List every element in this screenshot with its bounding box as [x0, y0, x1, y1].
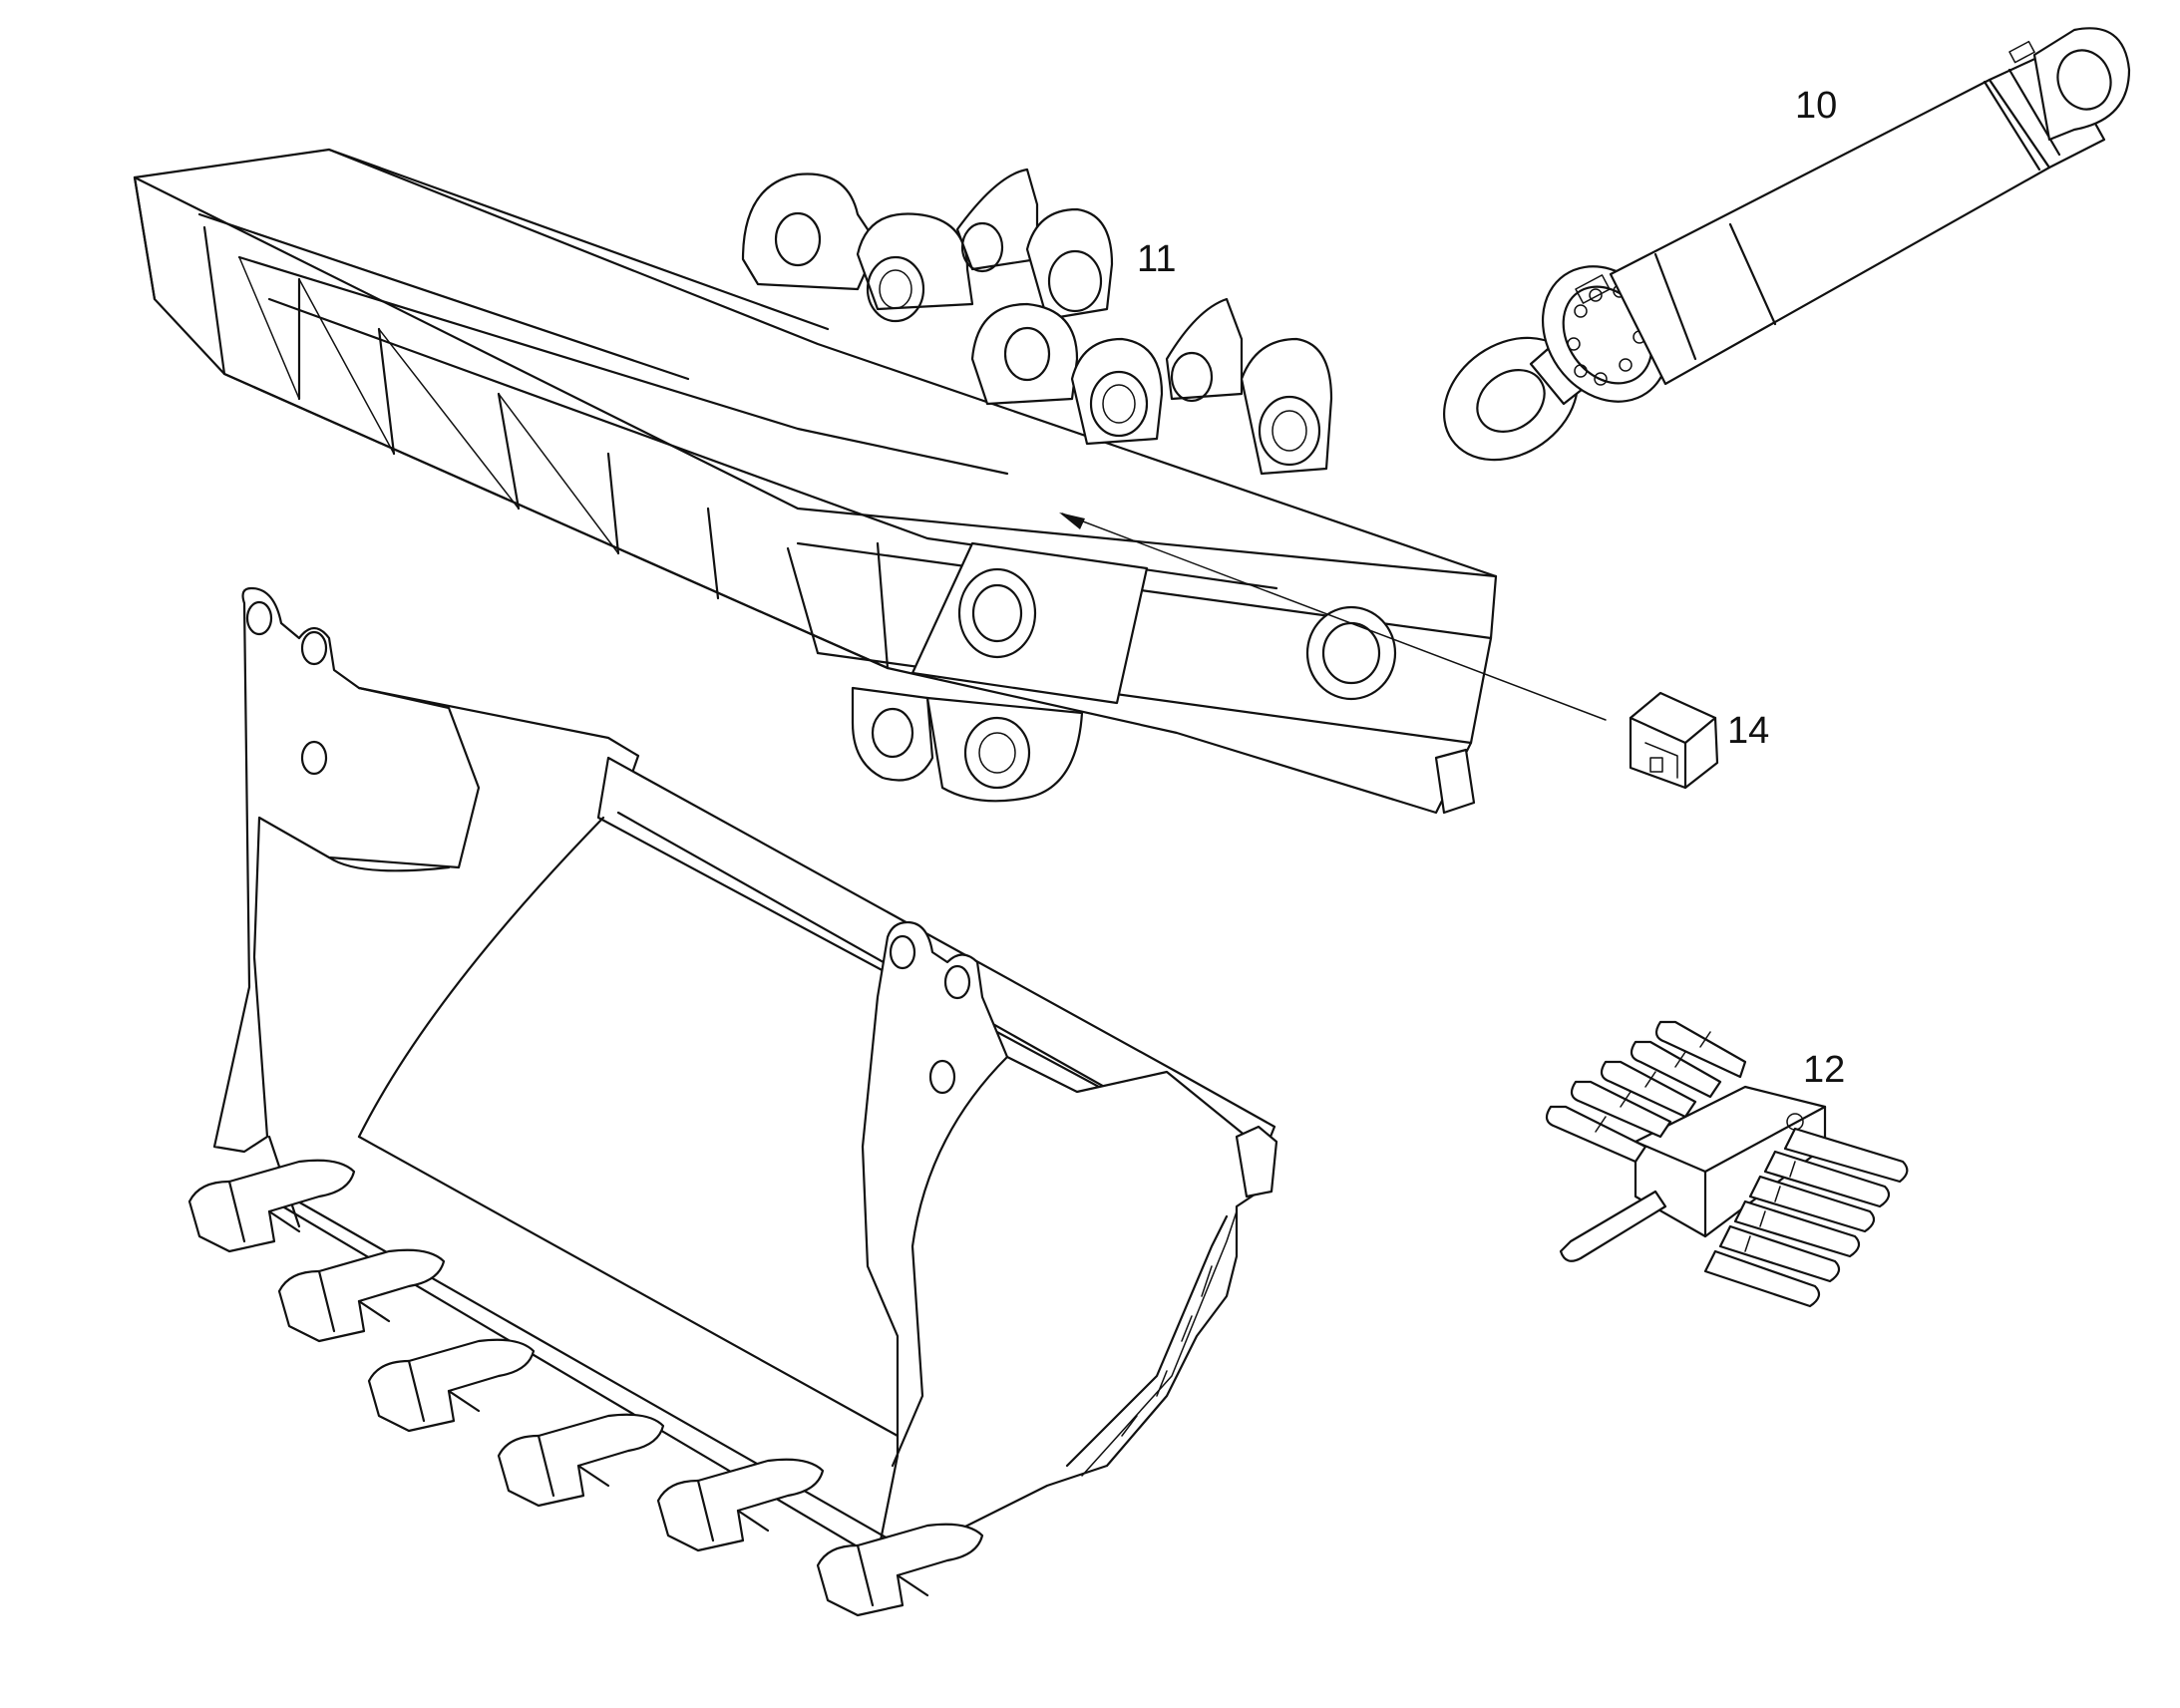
bucket-tooth	[656, 1458, 825, 1552]
part-label-14: 14	[1727, 710, 1769, 752]
part-label-12: 12	[1803, 1049, 1845, 1091]
boom-frame-part	[133, 148, 1607, 815]
hydraulic-cylinder-part	[1443, 27, 2131, 462]
part-label-11: 11	[1137, 238, 1176, 280]
bracket-part	[1629, 691, 1719, 790]
bucket-tooth	[187, 1159, 356, 1253]
bucket-tooth	[277, 1248, 446, 1343]
bucket-tooth	[816, 1523, 984, 1617]
bucket-part	[187, 586, 1278, 1617]
bucket-tooth	[497, 1413, 665, 1508]
part-label-10: 10	[1795, 85, 1837, 127]
bucket-tooth	[367, 1338, 536, 1433]
valve-block-part	[1545, 1020, 1909, 1308]
